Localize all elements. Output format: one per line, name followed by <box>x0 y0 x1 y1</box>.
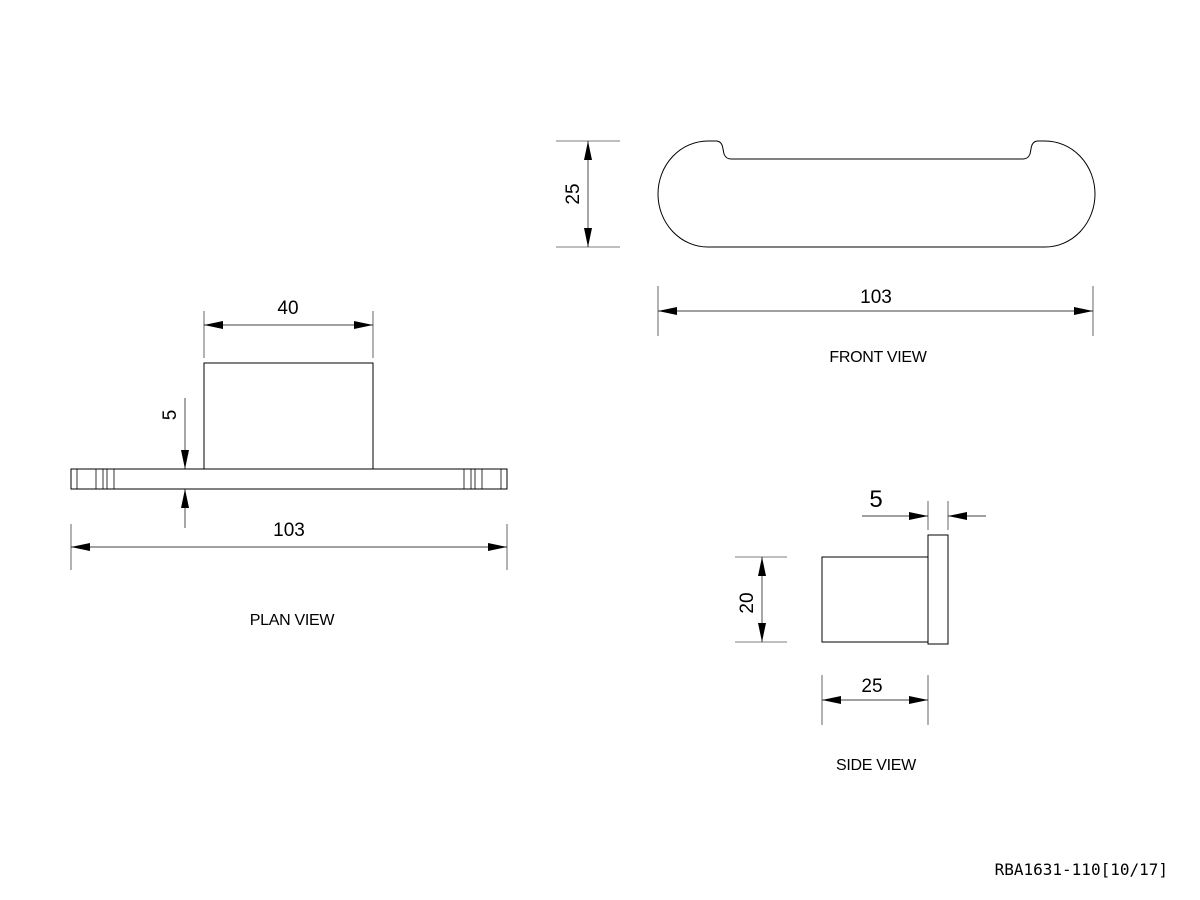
plan-right-end-lines <box>463 469 502 489</box>
side-view: 5 20 25 SIDE VIEW <box>735 486 986 774</box>
front-height-dimension: 25 <box>556 140 620 248</box>
plan-hook-width-dimension: 40 <box>203 298 374 358</box>
side-plate-thickness-label: 5 <box>869 486 882 513</box>
plan-hook-block <box>203 362 374 470</box>
plan-base-plate <box>70 468 508 490</box>
side-height-label: 20 <box>737 592 758 613</box>
side-height-dimension: 20 <box>735 556 787 643</box>
front-width-label: 103 <box>860 287 892 308</box>
plan-view-label: PLAN VIEW <box>250 612 336 629</box>
front-width-dimension: 103 <box>657 286 1094 336</box>
drawing-reference: RBA1631-110[10/17] <box>995 860 1168 879</box>
plan-base-thickness-dimension: 5 <box>160 398 189 528</box>
side-depth-dimension: 25 <box>821 675 929 725</box>
front-height-label: 25 <box>563 183 584 204</box>
plan-hook-width-label: 40 <box>277 298 298 319</box>
front-view-label: FRONT VIEW <box>829 349 927 366</box>
side-plate-thickness-dimension: 5 <box>862 486 986 530</box>
front-view-outline <box>657 140 1096 248</box>
plan-width-dimension: 103 <box>70 520 508 570</box>
side-depth-label: 25 <box>861 676 882 697</box>
side-wall-plate <box>927 534 949 645</box>
plan-view: 40 5 103 PLAN VIEW <box>70 298 508 629</box>
plan-left-end-lines <box>76 469 115 489</box>
plan-width-label: 103 <box>273 520 305 541</box>
front-view: 25 103 FRONT VIEW <box>556 140 1096 366</box>
plan-base-thickness-label: 5 <box>160 410 181 421</box>
side-hook-body <box>821 556 929 643</box>
side-view-label: SIDE VIEW <box>836 757 917 774</box>
